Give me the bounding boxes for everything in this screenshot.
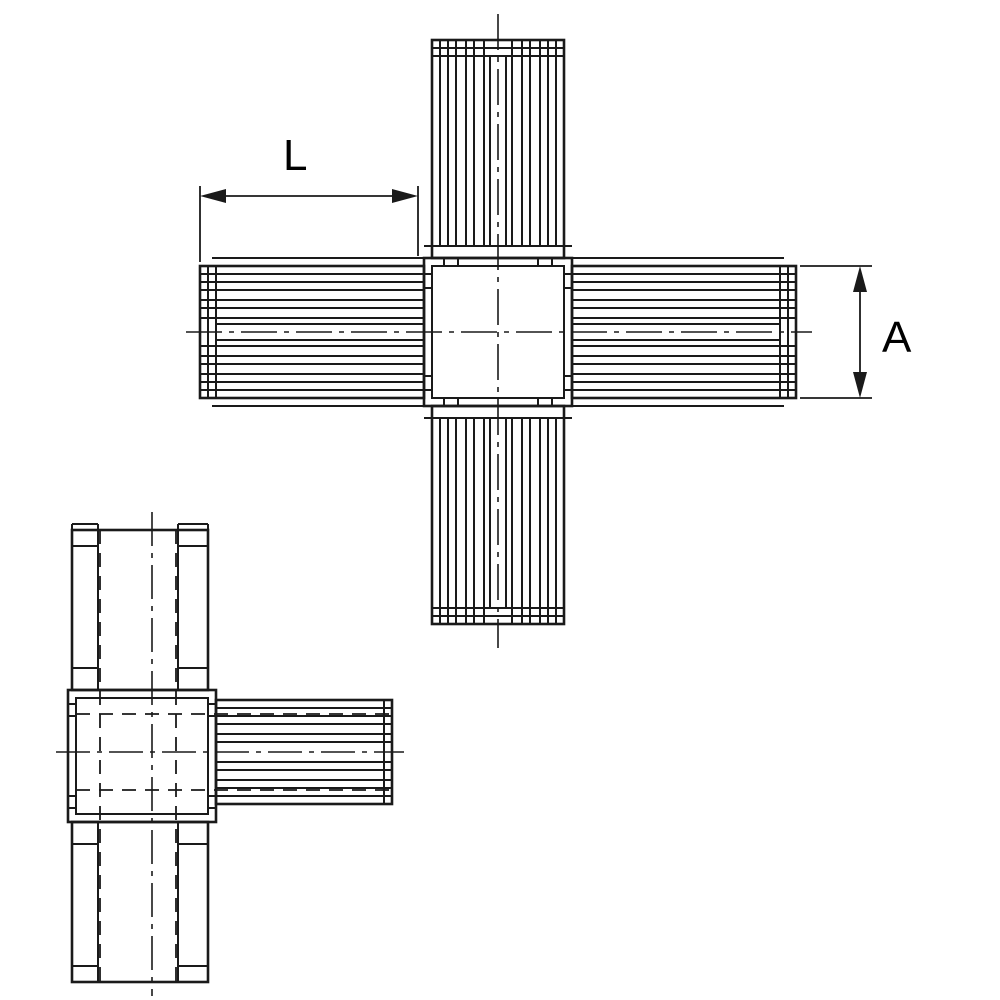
side-view <box>56 512 404 996</box>
dimension-A-label: A <box>882 313 912 362</box>
upper-arm <box>424 38 572 260</box>
dimension-L <box>199 186 419 262</box>
dimension-A <box>800 265 872 399</box>
center-lines <box>186 14 812 648</box>
dimension-L-label: L <box>283 131 307 180</box>
lower-arm <box>424 404 572 626</box>
